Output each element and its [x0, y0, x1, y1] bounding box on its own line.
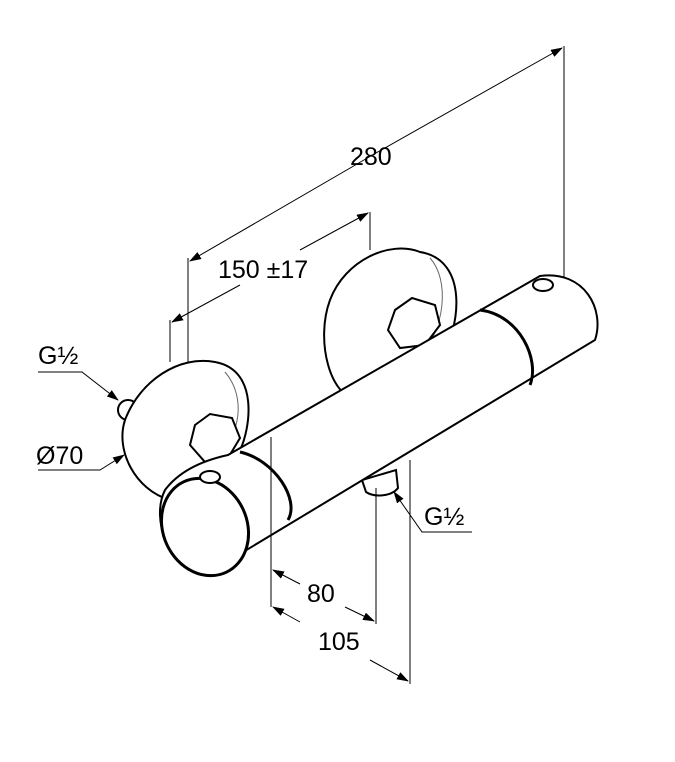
label-inlet-thread: G½: [38, 342, 79, 370]
label-80: 80: [307, 580, 335, 608]
label-150: 150 ±17: [218, 256, 309, 284]
label-outlet-thread: G½: [424, 503, 465, 531]
thermostat-body: [159, 274, 599, 684]
label-280: 280: [350, 143, 392, 171]
leaders: [38, 371, 472, 533]
outlet-nozzle: [360, 468, 400, 497]
dimension-80-105: [272, 569, 409, 682]
label-105: 105: [318, 628, 360, 656]
dimension-150: [169, 212, 371, 362]
label-diameter: Ø70: [36, 442, 84, 470]
